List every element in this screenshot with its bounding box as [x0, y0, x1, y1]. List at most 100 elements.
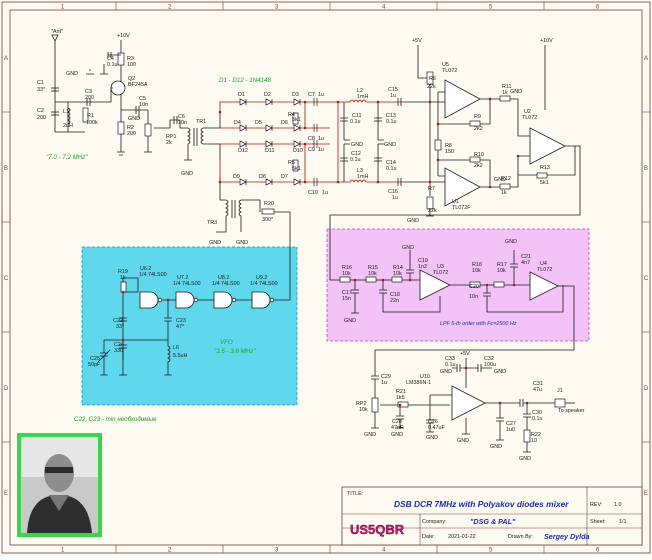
l2-label: L2	[357, 88, 363, 94]
c27-label: C27	[506, 421, 516, 427]
r13-value: 5k1	[540, 180, 549, 186]
speaker-jack-icon	[554, 398, 566, 408]
vfo-title: VFO	[220, 339, 233, 346]
d5-label: D5	[255, 120, 262, 126]
title-label: TITLE:	[347, 491, 363, 497]
gnd-label-10: GND	[494, 177, 506, 183]
gnd-label-2: GND	[128, 116, 140, 122]
c29-value: 1u	[381, 380, 387, 386]
frame-row-e: E	[4, 491, 8, 497]
c28-value: 47nF	[391, 425, 404, 431]
c12-value: 0.1u	[350, 157, 361, 163]
c16-label: C16	[388, 189, 398, 195]
gnd-label-14: GND	[364, 432, 376, 438]
gnd-label-12: GND	[402, 245, 414, 251]
sheet-label: Sheet:	[590, 519, 606, 525]
c15-value: 1u	[390, 93, 396, 99]
frame-col-5: 5	[489, 5, 493, 11]
frame-row-b: B	[4, 166, 8, 172]
u2-label: U2	[524, 109, 531, 115]
c30-label: C30	[532, 410, 542, 416]
r21-value: 1k5	[396, 395, 405, 401]
c20-label: C20	[469, 284, 479, 290]
u6-value: 1/4 74LS00	[139, 272, 167, 278]
inner-frame	[9, 9, 643, 546]
u2-opamp	[529, 127, 566, 165]
r11-label: R11	[502, 84, 512, 90]
r4-value: 5k1	[292, 117, 301, 123]
tr3-label: TR3	[207, 220, 217, 226]
r19-label: R19	[118, 269, 128, 275]
lpf-note: LPF 5-th order with Fc=2500 Hz	[440, 321, 517, 327]
r15-value: 10k	[368, 271, 377, 277]
c18-label: C18	[390, 292, 400, 298]
l6-value: 5.5uH	[173, 353, 187, 359]
d2-label: D2	[264, 92, 271, 98]
drawn-by-label: Drawn By:	[508, 534, 533, 540]
c8-label: C8	[308, 136, 315, 142]
gnd-label-1: GND	[66, 71, 78, 77]
r12-value: 1k	[501, 190, 507, 196]
rev-label: REV:	[590, 502, 602, 508]
c33-value: 0.1u	[445, 362, 456, 368]
c31-label: C31	[533, 381, 543, 387]
r22-value: 10	[531, 438, 537, 444]
u10-amp	[451, 385, 486, 421]
u10-value: LM386N-1	[406, 380, 431, 386]
q2-label: Q2	[128, 76, 135, 82]
r10-value: 2k2	[474, 163, 483, 169]
gnd-label-11: GND	[344, 318, 356, 324]
u6-label: U6.2	[140, 266, 151, 272]
r18-label: R18	[472, 262, 482, 268]
v5-label: +5V	[412, 38, 422, 44]
c7-label: C7	[308, 92, 315, 98]
r5-value: 5k1	[292, 166, 301, 172]
r6-value: 22k	[427, 84, 436, 90]
u1-label: U1	[452, 199, 459, 205]
vplus-label: +5V	[460, 351, 470, 357]
diodes-note: D1 - D12 - 1N4148	[219, 77, 271, 84]
c16-value: 1u	[392, 195, 398, 201]
r9-value: 2k2	[474, 126, 483, 132]
c22-value: 33*	[116, 324, 125, 330]
c21-label: C21	[521, 254, 531, 260]
u9-label: U9.2	[256, 275, 267, 281]
l1-value: 2uH	[63, 123, 73, 129]
u5-label: U5	[442, 62, 449, 68]
u8-value: 1/4 74LS00	[212, 281, 240, 287]
d1-label: D1	[238, 92, 245, 98]
c3-value: 200	[85, 95, 94, 101]
u10-label: U10	[420, 374, 430, 380]
u2-value: TL072	[522, 115, 537, 121]
c3-label: C3	[85, 89, 92, 95]
lc-filter-section: L2 1mH L3 1mH C11 0.1u C12 0.1u C13 0.1u…	[330, 87, 404, 201]
vfo-panel	[81, 246, 298, 406]
frame-row-e-right: E	[644, 491, 648, 497]
r21-label: R21	[396, 389, 406, 395]
frame-row-d: D	[4, 386, 9, 392]
r18-value: 10k	[472, 268, 481, 274]
u7-nand-gate	[175, 291, 195, 309]
l3-value: 1mH	[357, 174, 368, 180]
r1-label: R1	[87, 113, 94, 119]
frame-col-2-bottom: 2	[168, 548, 172, 554]
c25-value: 50pF	[88, 362, 101, 368]
jfet-buffer-section: +10V R3 100 C4 0.1u GND Q2 BF245A R2 200…	[66, 33, 187, 156]
r8-label: R8	[445, 143, 452, 149]
frame-row-a-right: A	[644, 56, 648, 62]
r4-label: R4	[288, 112, 295, 118]
r13-label: R13	[540, 165, 550, 171]
u5-opamp	[444, 79, 481, 119]
c21-value: 4n7	[521, 260, 530, 266]
c1-label: C1	[37, 80, 44, 86]
r6-label: R6	[429, 76, 436, 82]
c15-label: C15	[388, 87, 398, 93]
gnd-label-4: GND	[209, 240, 221, 246]
frame-col-1-bottom: 1	[61, 548, 65, 554]
gnd-label-15: GND	[391, 432, 403, 438]
d3-label: D3	[292, 92, 299, 98]
c23-value: 47*	[176, 324, 185, 330]
gnd-label-17: GND	[440, 369, 452, 375]
u5-value: TL072	[442, 68, 457, 74]
